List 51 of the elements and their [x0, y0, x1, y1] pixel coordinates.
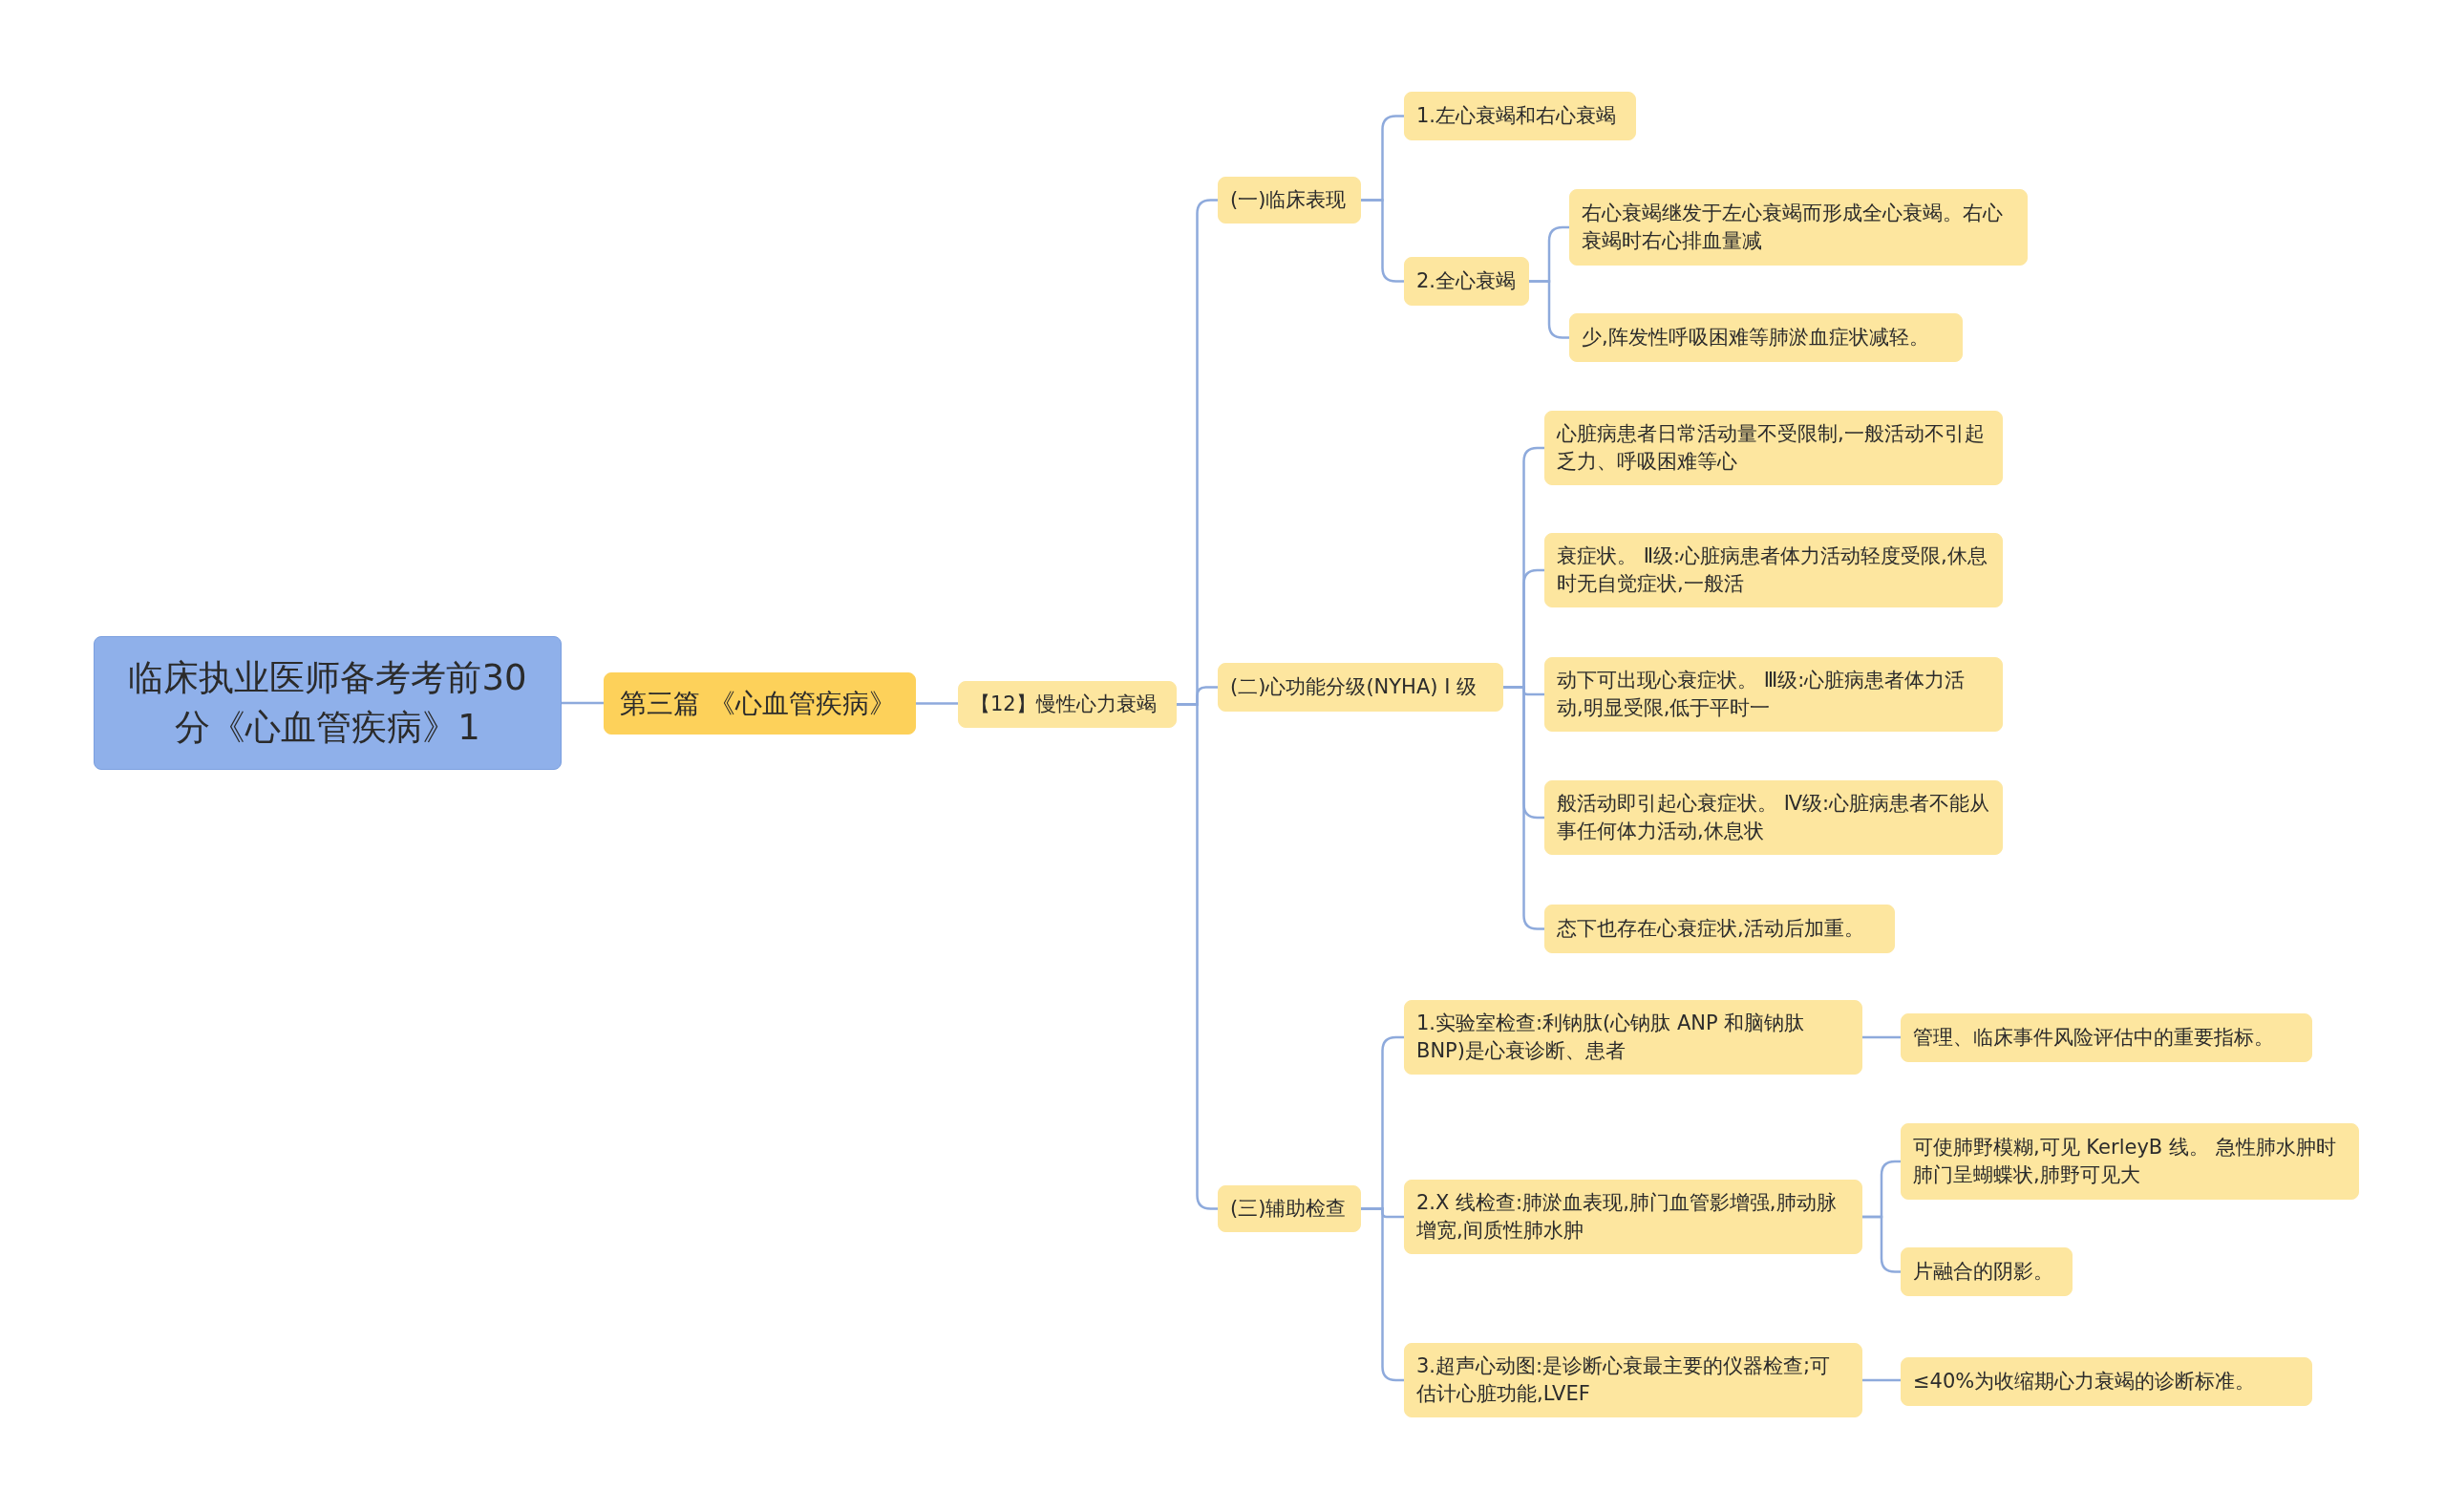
topic-box — [1218, 1185, 1361, 1232]
topic-text: 般活动即引起心衰症状。 Ⅳ级:心脏病患者不能从事任何体力活动,休息状 — [1557, 790, 1990, 844]
topic-text: (三)辅助检查 — [1230, 1195, 1347, 1222]
topic-box — [1218, 663, 1503, 712]
topic-box — [1404, 1180, 1862, 1254]
topic-text: (一)临床表现 — [1230, 186, 1347, 213]
topic-text: 右心衰竭继发于左心衰竭而形成全心衰竭。右心衰竭时右心排血量减 — [1582, 200, 2004, 254]
topic-text: 管理、临床事件风险评估中的重要指标。 — [1913, 1024, 2274, 1051]
topic-box — [1901, 1013, 2312, 1062]
topic-text: 心脏病患者日常活动量不受限制,一般活动不引起乏力、呼吸困难等心 — [1557, 420, 1986, 475]
topic-box — [1404, 1343, 1862, 1417]
topic-box — [604, 672, 916, 735]
topic-box — [1404, 1000, 1862, 1075]
topic-box — [1544, 780, 2003, 855]
topic-text: 动下可出现心衰症状。 Ⅲ级:心脏病患者体力活动,明显受限,低于平时一 — [1557, 667, 1967, 721]
connector-line — [916, 702, 958, 705]
topic-box — [1404, 92, 1636, 140]
topic-text: 衰症状。 Ⅱ级:心脏病患者体力活动轻度受限,休息时无自觉症状,一般活 — [1557, 543, 1988, 597]
topic-box — [1544, 411, 2003, 485]
connector-line — [1503, 686, 1544, 930]
topic-box — [1404, 257, 1529, 306]
topic-text: (二)心功能分级(NYHA) Ⅰ 级 — [1230, 673, 1477, 700]
topic-text: 1.左心衰竭和右心衰竭 — [1416, 102, 1617, 129]
topic-box — [1901, 1247, 2073, 1296]
topic-text: 1.实验室检查:利钠肽(心钠肽 ANP 和脑钠肽 BNP)是心衰诊断、患者 — [1416, 1010, 1806, 1064]
topic-text: 少,阵发性呼吸困难等肺淤血症状减轻。 — [1582, 324, 1929, 351]
topic-text: ≤40%为收缩期心力衰竭的诊断标准。 — [1913, 1368, 2256, 1395]
connector-line — [1862, 1035, 1901, 1039]
connector-line — [1361, 199, 1404, 283]
topic-box — [1218, 177, 1361, 224]
topic-text: 2.全心衰竭 — [1416, 267, 1517, 294]
topic-box — [1569, 189, 2028, 266]
topic-box — [94, 636, 562, 770]
connector-line — [1862, 1378, 1901, 1382]
topic-box — [958, 681, 1177, 728]
topic-text: 临床执业医师备考考前30分《心血管疾病》1 — [127, 656, 528, 750]
topic-box — [1569, 313, 1963, 362]
connector-line — [562, 701, 604, 705]
topic-text: 可使肺野模糊,可见 KerleyB 线。 急性肺水肿时肺门呈蝴蝶状,肺野可见大 — [1913, 1134, 2337, 1188]
topic-box — [1901, 1357, 2312, 1406]
topic-text: 片融合的阴影。 — [1913, 1258, 2053, 1285]
topic-box — [1544, 905, 1895, 953]
topic-text: 【12】慢性心力衰竭 — [970, 691, 1157, 717]
topic-box — [1544, 533, 2003, 607]
topic-box — [1544, 657, 2003, 732]
topic-text: 3.超声心动图:是诊断心衰最主要的仪器检查;可估计心脏功能,LVEF — [1416, 1352, 1832, 1407]
topic-text: 第三篇 《心血管疾病》 — [620, 686, 896, 721]
connector-line — [1529, 280, 1569, 339]
topic-box — [1901, 1123, 2359, 1200]
topic-text: 2.X 线检查:肺淤血表现,肺门血管影增强,肺动脉增宽,间质性肺水肿 — [1416, 1189, 1838, 1244]
topic-text: 态下也存在心衰症状,活动后加重。 — [1557, 915, 1864, 942]
